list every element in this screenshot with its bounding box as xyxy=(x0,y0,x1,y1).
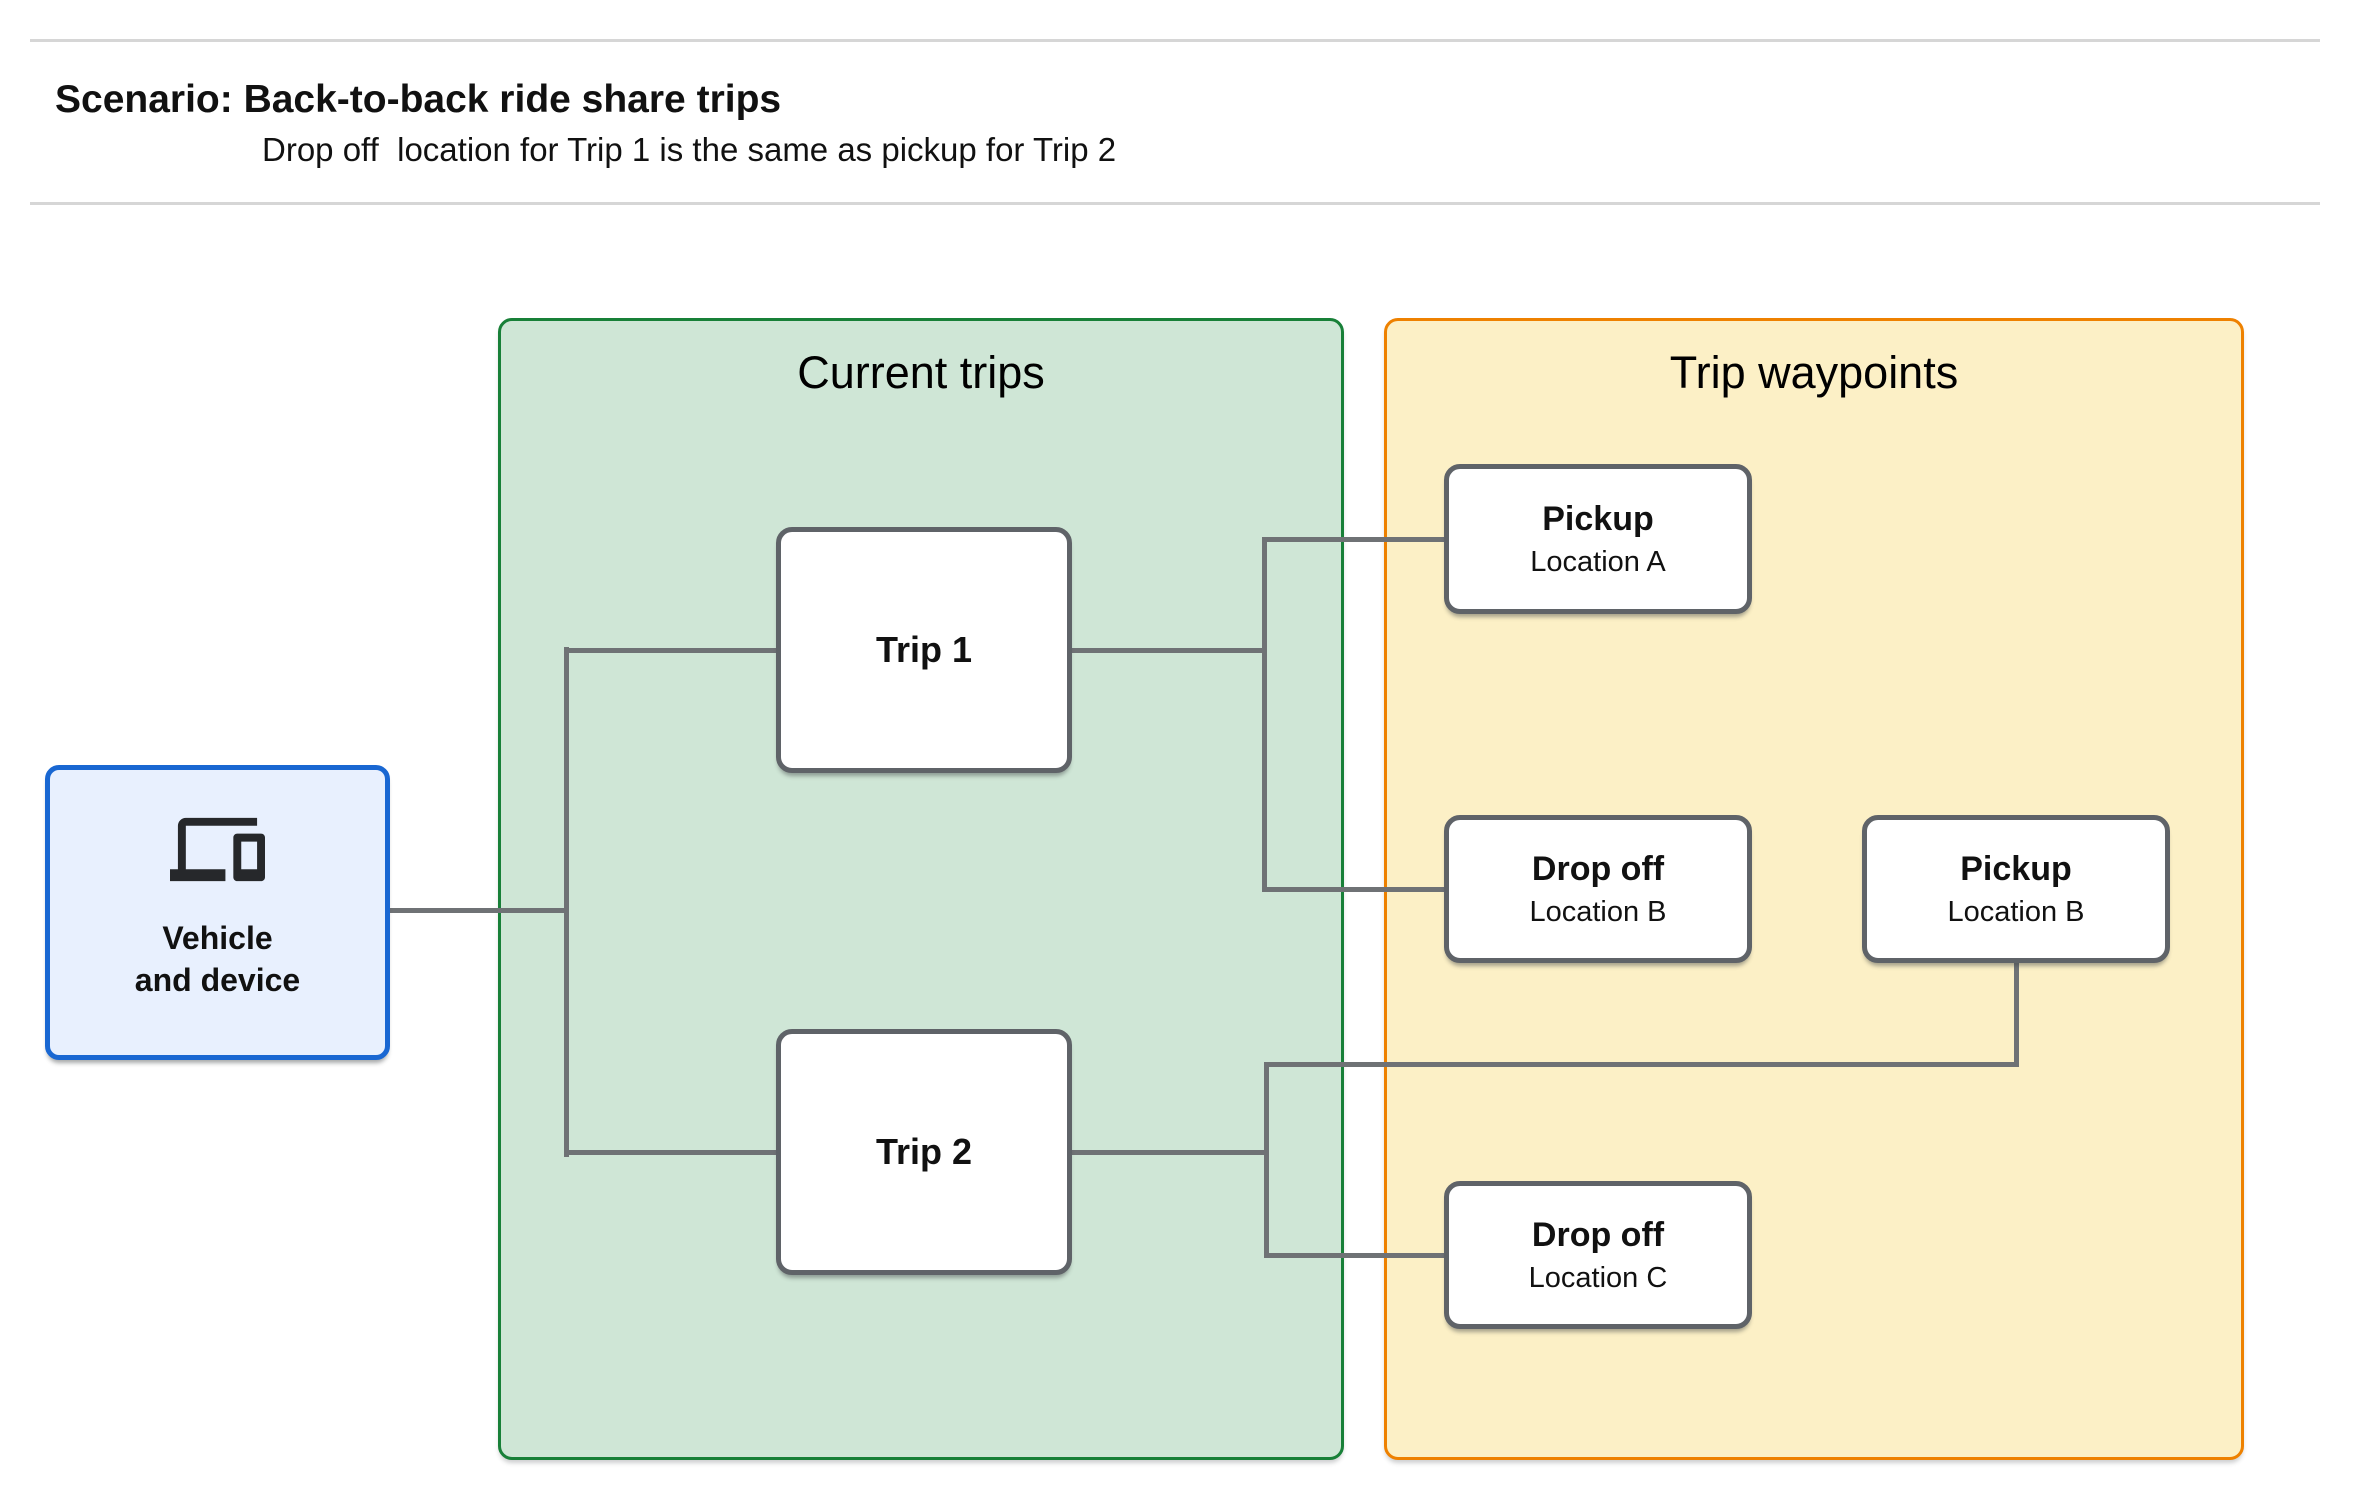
top-divider xyxy=(30,39,2320,42)
trip-1-label: Trip 1 xyxy=(875,629,973,670)
page-title: Scenario: Back-to-back ride share trips xyxy=(55,78,782,121)
connector-trip2-branch-vertical xyxy=(1264,1062,1269,1258)
connector-split-to-trip1 xyxy=(564,648,780,653)
waypoint-pickup-location-b: Pickup Location B xyxy=(1862,815,2170,963)
node-trip-2: Trip 2 xyxy=(776,1029,1072,1275)
waypoint-location: Location A xyxy=(1530,546,1666,579)
vehicle-label-line2: and device xyxy=(134,962,301,999)
panel-current-trips: Current trips xyxy=(498,318,1344,1460)
waypoint-dropoff-location-b: Drop off Location B xyxy=(1444,815,1752,963)
devices-icon xyxy=(170,802,265,897)
waypoint-type: Pickup xyxy=(1960,849,2072,888)
connector-trip2-to-pickup-b xyxy=(1264,1062,2019,1067)
node-trip-1: Trip 1 xyxy=(776,527,1072,773)
connector-trip1-branch-vertical xyxy=(1262,537,1267,892)
connector-split-to-trip2 xyxy=(564,1150,780,1155)
header-divider xyxy=(30,202,2320,205)
waypoint-type: Drop off xyxy=(1531,849,1665,888)
node-vehicle-and-device: Vehicle and device xyxy=(45,765,390,1060)
connector-pickup-b-drop xyxy=(2014,960,2019,1067)
waypoint-location: Location C xyxy=(1528,1262,1668,1295)
connector-split-vertical xyxy=(564,647,569,1157)
waypoint-location: Location B xyxy=(1529,896,1667,929)
connector-vehicle-to-split xyxy=(388,908,568,913)
panel-title-current-trips: Current trips xyxy=(797,347,1045,398)
connector-trip2-out xyxy=(1070,1150,1269,1155)
panel-title-trip-waypoints: Trip waypoints xyxy=(1669,347,1959,398)
connector-trip1-out xyxy=(1070,648,1266,653)
connector-trip2-to-dropoff-c xyxy=(1264,1253,1448,1258)
waypoint-pickup-location-a: Pickup Location A xyxy=(1444,464,1752,614)
vehicle-label: Vehicle and device xyxy=(135,917,300,1001)
waypoint-location: Location B xyxy=(1947,896,2085,929)
waypoint-type: Drop off xyxy=(1531,1215,1665,1254)
waypoint-type: Pickup xyxy=(1542,499,1654,538)
trip-2-label: Trip 2 xyxy=(875,1131,973,1172)
page-subtitle: Drop off location for Trip 1 is the same… xyxy=(262,131,1117,168)
connector-trip1-to-dropoff-b xyxy=(1262,887,1448,892)
waypoint-dropoff-location-c: Drop off Location C xyxy=(1444,1181,1752,1329)
vehicle-label-line1: Vehicle xyxy=(162,920,273,956)
connector-trip1-to-pickup-a xyxy=(1262,537,1448,542)
